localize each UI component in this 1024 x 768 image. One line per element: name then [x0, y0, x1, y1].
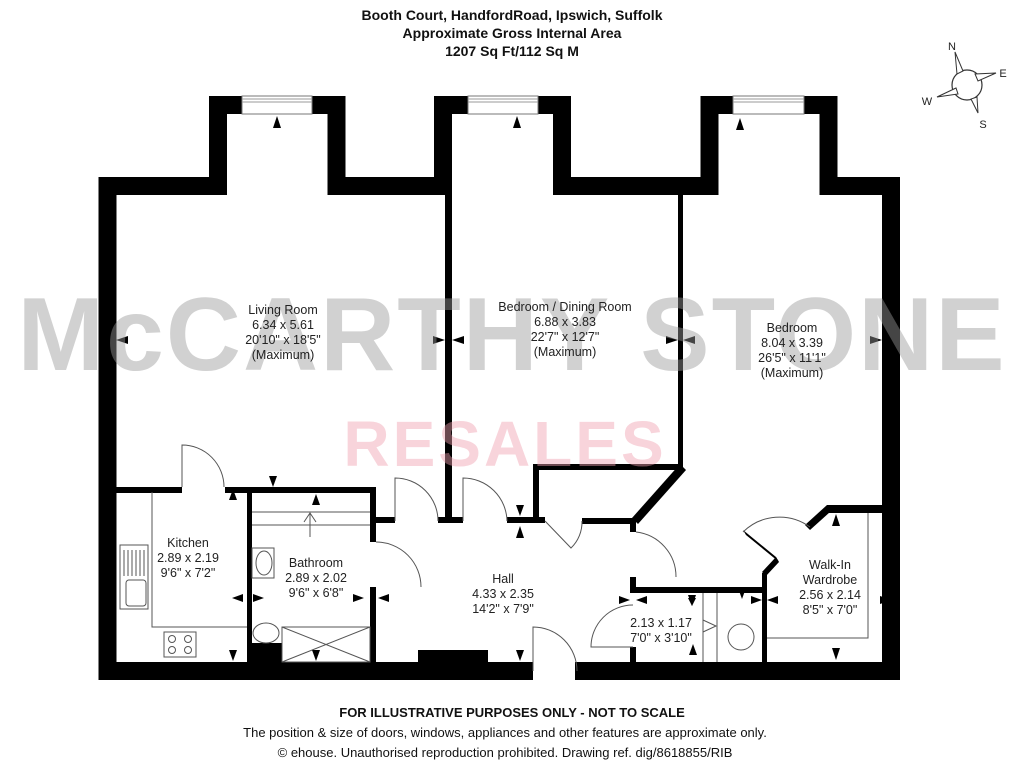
window: [467, 95, 539, 115]
room-imperial: 20'10" x 18'5": [245, 333, 321, 347]
compass-icon: N E S W: [922, 41, 1007, 131]
room-imperial: 26'5" x 11'1": [758, 351, 826, 365]
front-door: [532, 626, 578, 672]
room-name-2: Wardrobe: [803, 573, 857, 587]
room-imperial: 9'6" x 7'2": [161, 566, 216, 580]
room-name: Living Room: [248, 303, 317, 317]
living-room-door: [394, 477, 439, 522]
room-dining: Bedroom / Dining Room 6.88 x 3.83 22'7" …: [498, 300, 631, 359]
room-name: Bathroom: [289, 556, 343, 570]
room-wardrobe: Walk-In Wardrobe 2.56 x 2.14 8'5" x 7'0": [799, 558, 861, 617]
room-kitchen: Kitchen 2.89 x 2.19 9'6" x 7'2": [157, 536, 219, 580]
dining-room-door: [462, 477, 508, 522]
area-label: Approximate Gross Internal Area: [403, 25, 622, 41]
room-living: Living Room 6.34 x 5.61 20'10" x 18'5" (…: [245, 303, 321, 362]
room-note: (Maximum): [761, 366, 824, 380]
footer-note: The position & size of doors, windows, a…: [243, 725, 767, 740]
wardrobe-door: [742, 516, 811, 533]
room-bedroom: Bedroom 8.04 x 3.39 26'5" x 11'1" (Maxim…: [758, 321, 826, 380]
window: [732, 95, 805, 115]
room-name: Walk-In: [809, 558, 851, 572]
cupboard-door: [544, 520, 583, 549]
store-door: [590, 604, 634, 648]
copyright: © ehouse. Unauthorised reproduction proh…: [278, 745, 733, 760]
room-metric: 2.89 x 2.19: [157, 551, 219, 565]
area-value: 1207 Sq Ft/112 Sq M: [445, 43, 579, 59]
dimension-markers: [116, 116, 892, 661]
room-note: (Maximum): [252, 348, 315, 362]
watermark-resales: RESALES: [343, 408, 666, 480]
bedroom-door: [635, 531, 677, 578]
room-store: 2.13 x 1.17 7'0" x 3'10": [630, 616, 692, 645]
kitchen-fixtures: [119, 492, 247, 658]
watermark-brand: McCARTHY STONE: [17, 277, 1006, 393]
wardrobe-rail: [767, 513, 869, 639]
disclaimer: FOR ILLUSTRATIVE PURPOSES ONLY - NOT TO …: [339, 705, 685, 720]
room-imperial: 22'7" x 12'7": [531, 330, 600, 344]
room-metric: 2.13 x 1.17: [630, 616, 692, 630]
room-imperial: 8'5" x 7'0": [803, 603, 858, 617]
room-name: Kitchen: [167, 536, 209, 550]
room-imperial: 9'6" x 6'8": [289, 586, 344, 600]
window: [241, 95, 313, 115]
room-name: Hall: [492, 572, 514, 586]
room-metric: 2.89 x 2.02: [285, 571, 347, 585]
interior-walls: [116, 110, 892, 663]
room-imperial: 14'2" x 7'9": [472, 602, 534, 616]
room-metric: 4.33 x 2.35: [472, 587, 534, 601]
kitchen-door: [181, 444, 225, 488]
room-hall: Hall 4.33 x 2.35 14'2" x 7'9": [472, 572, 534, 616]
room-name: Bedroom: [767, 321, 818, 335]
bathroom-door: [375, 541, 422, 588]
room-note: (Maximum): [534, 345, 597, 359]
room-metric: 6.34 x 5.61: [252, 318, 314, 332]
bathroom-fixtures: [251, 511, 371, 663]
room-imperial: 7'0" x 3'10": [630, 631, 692, 645]
compass-s: S: [979, 119, 986, 131]
compass-e: E: [999, 68, 1006, 80]
compass-w: W: [922, 96, 933, 108]
room-metric: 6.88 x 3.83: [534, 315, 596, 329]
compass-n: N: [948, 41, 956, 53]
address-title: Booth Court, HandfordRoad, Ipswich, Suff…: [362, 7, 663, 23]
room-metric: 8.04 x 3.39: [761, 336, 823, 350]
room-bathroom: Bathroom 2.89 x 2.02 9'6" x 6'8": [285, 556, 347, 600]
store-fixtures: [702, 593, 755, 662]
room-metric: 2.56 x 2.14: [799, 588, 861, 602]
room-name: Bedroom / Dining Room: [498, 300, 631, 314]
